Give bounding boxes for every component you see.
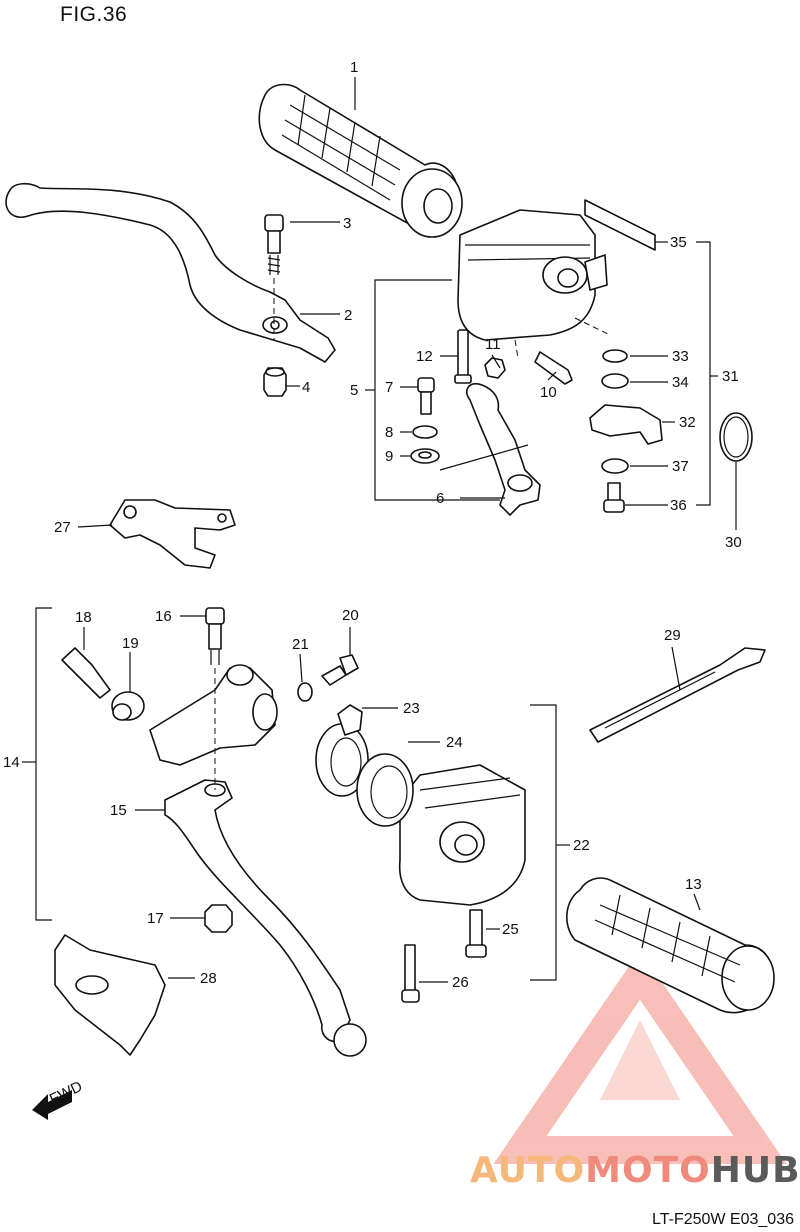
brand-part-hub: HUB	[710, 1150, 800, 1191]
switch-housing-lower	[315, 704, 526, 1003]
callout-27: 27	[54, 519, 71, 536]
nut-4	[263, 367, 287, 397]
callout-22: 22	[573, 837, 590, 854]
brake-lever-lower	[149, 664, 367, 1057]
callout-34: 34	[672, 374, 689, 391]
callout-33: 33	[672, 348, 689, 365]
callout-19: 19	[122, 635, 139, 652]
screws-small-parts	[410, 329, 573, 464]
callout-3: 3	[343, 215, 351, 232]
callout-2: 2	[344, 307, 352, 324]
callout-30: 30	[725, 534, 742, 551]
fwd-arrow-icon: FWD	[32, 1078, 85, 1120]
watermark-logo-icon	[493, 950, 787, 1164]
callout-20: 20	[342, 607, 359, 624]
callout-21: 21	[292, 636, 309, 653]
callout-10: 10	[540, 384, 557, 401]
callout-numbers: 1 2 3 4 5 6 7 8 9 10 11 12 13 14 15 16 1…	[3, 59, 742, 991]
lower-fasteners	[61, 607, 359, 933]
callout-26: 26	[452, 974, 469, 991]
throttle-lever	[439, 382, 541, 516]
callout-14: 14	[3, 754, 20, 771]
callout-6: 6	[436, 490, 444, 507]
callout-5: 5	[350, 382, 358, 399]
callout-15: 15	[110, 802, 127, 819]
switch-small-parts	[574, 317, 753, 513]
brake-lever-upper	[5, 182, 336, 363]
callout-35: 35	[670, 234, 687, 251]
callout-36: 36	[670, 497, 687, 514]
grip-lower	[566, 877, 775, 1014]
callout-25: 25	[502, 921, 519, 938]
callout-24: 24	[446, 734, 463, 751]
callout-4: 4	[302, 379, 310, 396]
callout-7: 7	[385, 379, 393, 396]
callout-17: 17	[147, 910, 164, 927]
switch-housing-upper	[457, 209, 608, 341]
brand-wordmark: AUTOMOTOHUB	[470, 1150, 800, 1191]
drawing-code: LT-F250W E03_036	[651, 1211, 794, 1228]
callout-1: 1	[350, 59, 358, 76]
cable-tie-29	[589, 647, 766, 743]
callout-29: 29	[664, 627, 681, 644]
callout-23: 23	[403, 700, 420, 717]
callout-32: 32	[679, 414, 696, 431]
label-sticker-35	[584, 199, 656, 251]
grip-upper	[258, 83, 463, 238]
callout-18: 18	[75, 609, 92, 626]
callout-11: 11	[485, 336, 501, 353]
callout-37: 37	[672, 458, 689, 475]
pivot-bolt-3	[264, 214, 284, 340]
lever-bracket-27	[109, 499, 236, 569]
callout-12: 12	[416, 348, 433, 365]
callout-28: 28	[200, 970, 217, 987]
callout-16: 16	[155, 608, 172, 625]
figure-title: FIG.36	[60, 3, 128, 26]
leader-lines	[22, 77, 737, 983]
brand-part-auto: AUTO	[470, 1150, 586, 1191]
lever-cover-28	[54, 934, 166, 1056]
callout-9: 9	[385, 448, 393, 465]
callout-13: 13	[685, 876, 702, 893]
callout-8: 8	[385, 424, 393, 441]
callout-31: 31	[722, 368, 739, 385]
brand-part-moto: MOTO	[585, 1150, 711, 1191]
